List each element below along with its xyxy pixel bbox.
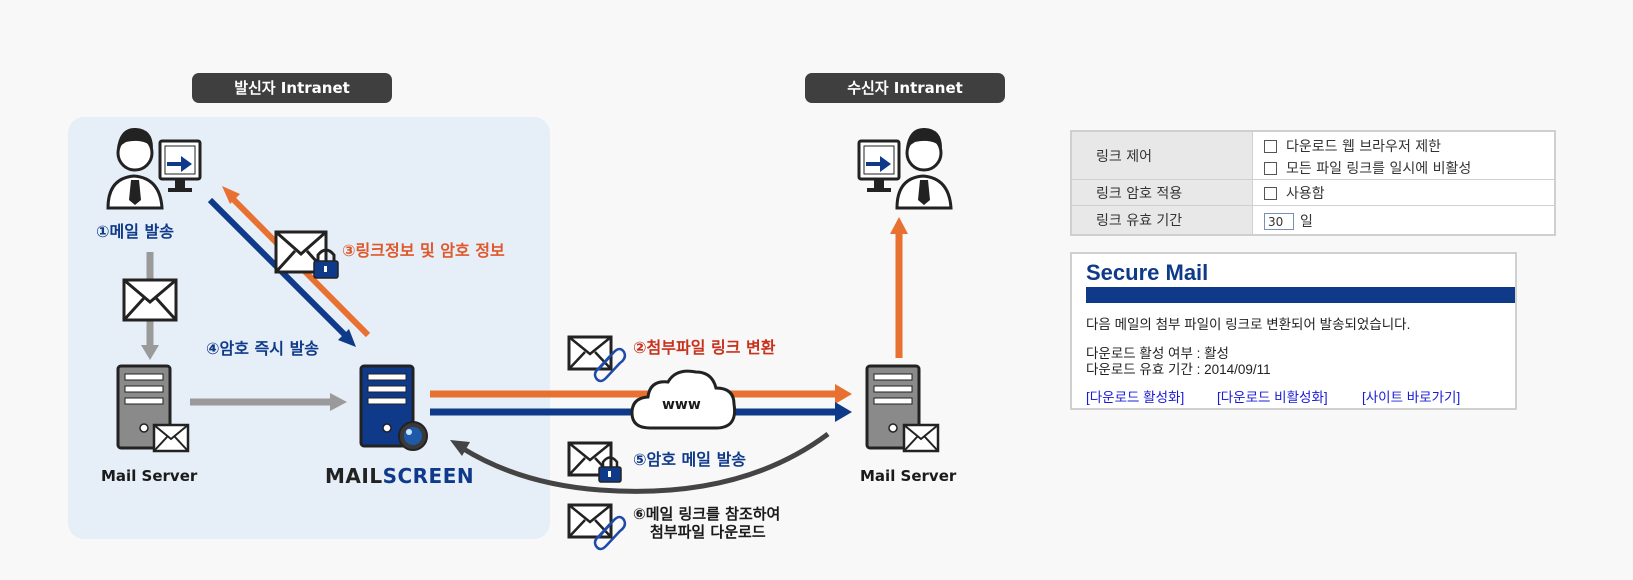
secure-mail-title-bar [1086,287,1515,303]
arrow-download-request [450,431,830,494]
step2-label: ②첨부파일 링크 변환 [633,338,776,357]
arrow-to-mailscreen [190,393,347,411]
option-label: 모든 파일 링크를 일시에 비활성 [1286,161,1472,177]
option-label: 사용함 [1286,186,1325,202]
step3-label: ③링크정보 및 암호 정보 [342,241,505,260]
option-disable-all-links[interactable]: 모든 파일 링크를 일시에 비활성 [1264,158,1471,178]
expiry-unit: 일 [1300,214,1313,230]
download-disable-link[interactable]: [다운로드 비활성화] [1217,390,1328,405]
secure-mail-status: 다운로드 활성 여부 : 활성 [1086,346,1229,361]
receiver-intranet-label: 수신자 Intranet [805,73,1005,103]
sender-mail-server-label: Mail Server [101,467,198,485]
settings-row-label: 링크 제어 [1072,132,1253,179]
sender-user-icon [106,127,202,210]
cloud-label: www [662,397,701,413]
secure-mail-expiry: 다운로드 유효 기간 : 2014/09/11 [1086,362,1271,377]
download-enable-link[interactable]: [다운로드 활성화] [1086,390,1185,405]
checkbox[interactable] [1264,139,1277,153]
step6-label-line1: ⑥메일 링크를 참조하여 [633,505,781,523]
sender-intranet-label: 발신자 Intranet [192,73,392,103]
secure-mail-preview: Secure Mail 다음 메일의 첨부 파일이 링크로 변환되어 발송되었습… [1070,252,1517,410]
locked-envelope-small-icon [567,441,622,483]
option-use-password[interactable]: 사용함 [1264,183,1325,203]
option-label: 다운로드 웹 브라우저 제한 [1286,139,1442,155]
arrow-link-convert [430,384,852,404]
receiver-user-icon [857,127,953,210]
checkbox[interactable] [1264,186,1277,200]
envelope-download-icon [567,503,627,551]
site-shortcut-link[interactable]: [사이트 바로가기] [1362,390,1461,405]
mailscreen-logo-part2: SCREEN [382,464,475,488]
sender-mail-server-icon [116,364,190,453]
mailscreen-server-icon [359,364,428,451]
settings-row-label: 링크 암호 적용 [1072,180,1253,205]
locked-envelope-icon [274,230,339,279]
settings-row-link-expiry: 링크 유효 기간 30 일 [1072,206,1554,234]
envelope-icon [122,278,178,322]
arrow-to-receiver [890,217,908,358]
receiver-mail-server-label: Mail Server [860,467,957,485]
checkbox[interactable] [1264,161,1277,175]
receiver-mail-server-icon [865,364,940,453]
cloud-icon [630,369,737,430]
option-restrict-browser[interactable]: 다운로드 웹 브라우저 제한 [1264,136,1441,156]
step4-label: ④암호 즉시 발송 [206,339,320,358]
settings-row-link-control: 링크 제어 다운로드 웹 브라우저 제한 모든 파일 링크를 일시에 비활성 [1072,132,1554,180]
expiry-days-input[interactable]: 30 [1264,212,1294,230]
mailscreen-logo-part1: MAIL [325,464,383,488]
step1-label: ①메일 발송 [96,222,174,241]
envelope-attachment-icon [567,335,627,383]
step5-label: ⑤암호 메일 발송 [633,450,747,469]
secure-mail-message: 다음 메일의 첨부 파일이 링크로 변환되어 발송되었습니다. [1086,317,1411,332]
secure-mail-title: Secure Mail [1086,260,1209,285]
settings-row-label: 링크 유효 기간 [1072,206,1253,234]
link-settings-table: 링크 제어 다운로드 웹 브라우저 제한 모든 파일 링크를 일시에 비활성 링… [1070,130,1556,236]
mailscreen-logo: MAILSCREEN [325,464,474,488]
step6-label-line2: 첨부파일 다운로드 [650,523,766,541]
settings-row-link-password: 링크 암호 적용 사용함 [1072,180,1554,206]
